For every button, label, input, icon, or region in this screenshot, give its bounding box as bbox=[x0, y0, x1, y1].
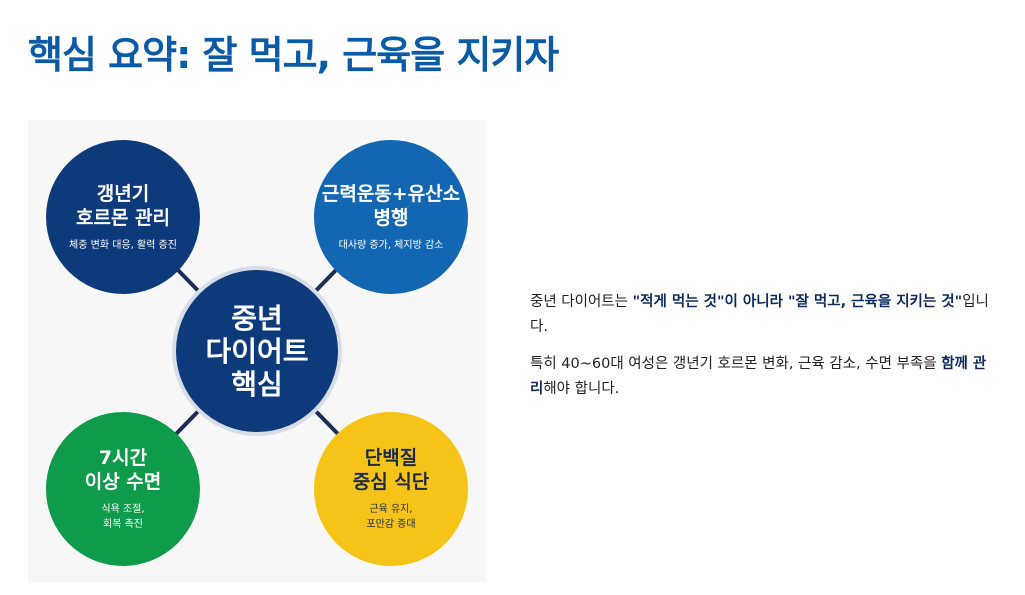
node-center-title: 중년 다이어트 핵심 bbox=[205, 301, 309, 401]
node-title: 단백질 중심 식단 bbox=[352, 447, 430, 493]
node-exercise: 근력운동+유산소 병행 대사량 증가, 체지방 감소 bbox=[314, 140, 468, 294]
text-run: 중년 다이어트는 bbox=[530, 294, 633, 310]
paragraph-2: 특히 40~60대 여성은 갱년기 호르몬 변화, 근육 감소, 수면 부족을 … bbox=[530, 352, 995, 402]
emphasis-text: 함께 관리 bbox=[530, 356, 987, 397]
node-title: 갱년기 호르몬 관리 bbox=[75, 182, 170, 229]
paragraph-1: 중년 다이어트는 "적게 먹는 것"이 아니라 "잘 먹고, 근육을 지키는 것… bbox=[530, 290, 995, 340]
node-title: 7시간 이상 수면 bbox=[84, 447, 162, 493]
text-run: 특히 40~60대 여성은 갱년기 호르몬 변화, 근육 감소, 수면 부족을 bbox=[530, 356, 942, 372]
node-subtitle: 체중 변화 대응, 활력 증진 bbox=[69, 239, 177, 251]
node-subtitle: 대사량 증가, 체지방 감소 bbox=[338, 239, 444, 251]
summary-text: 중년 다이어트는 "적게 먹는 것"이 아니라 "잘 먹고, 근육을 지키는 것… bbox=[530, 290, 995, 414]
node-subtitle: 근육 유지, 포만감 증대 bbox=[366, 504, 416, 530]
summary-diagram: 갱년기 호르몬 관리 체중 변화 대응, 활력 증진 근력운동+유산소 병행 대… bbox=[28, 120, 486, 582]
text-run: 입니다. bbox=[530, 294, 989, 335]
node-subtitle: 식욕 조절, 회복 촉진 bbox=[101, 504, 145, 530]
node-hormone-management: 갱년기 호르몬 관리 체중 변화 대응, 활력 증진 bbox=[46, 140, 200, 294]
page-title: 핵심 요약: 잘 먹고, 근육을 지키자 bbox=[28, 33, 559, 77]
node-center-core: 중년 다이어트 핵심 bbox=[176, 270, 338, 432]
text-run: 해야 합니다. bbox=[543, 381, 620, 397]
emphasis-text: "적게 먹는 것"이 아니라 "잘 먹고, 근육을 지키는 것" bbox=[632, 294, 963, 310]
node-sleep: 7시간 이상 수면 식욕 조절, 회복 촉진 bbox=[46, 412, 200, 566]
node-title: 근력운동+유산소 병행 bbox=[321, 182, 461, 229]
node-protein-diet: 단백질 중심 식단 근육 유지, 포만감 증대 bbox=[314, 412, 468, 566]
